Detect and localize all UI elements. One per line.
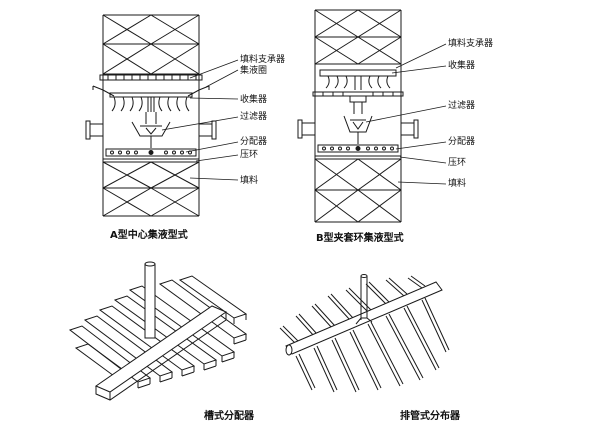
label-b-packing-support: 填料支承器	[448, 39, 494, 49]
filter-b	[343, 115, 373, 144]
trough-distributor	[68, 261, 248, 401]
upper-packing-bed-b	[314, 9, 402, 65]
label-a-packing-support: 填料支承器	[240, 55, 286, 65]
collector-b	[319, 69, 397, 90]
label-b-collector: 收集器	[448, 61, 476, 71]
packing-support-a	[99, 74, 203, 81]
distributor-b	[317, 144, 399, 153]
lower-packing-bed-a	[102, 161, 200, 217]
label-b-hold-down-ring: 压环	[448, 158, 467, 168]
label-a-distributor: 分配器	[240, 137, 268, 147]
main-trough	[94, 305, 228, 401]
distributor-a	[105, 148, 197, 157]
jacket-ring-b	[312, 91, 404, 114]
label-a-collector: 收集器	[240, 95, 268, 105]
lower-packing-bed-b	[314, 158, 402, 223]
label-a-hold-down-ring: 压环	[240, 150, 259, 160]
label-a-collector-ring: 集液圈	[240, 66, 268, 76]
column-b	[297, 9, 447, 223]
label-b-filter: 过滤器	[448, 101, 476, 111]
caption-c: 槽式分配器	[204, 411, 254, 422]
leader-lines-a	[161, 59, 239, 181]
caption-b: B型夹套环集液型式	[316, 233, 404, 244]
branch-pipes	[279, 275, 450, 393]
label-a-filter: 过滤器	[240, 112, 268, 122]
caption-a: A型中心集液型式	[110, 230, 188, 241]
label-b-packing: 填料	[448, 179, 467, 189]
caption-d: 排管式分布器	[400, 411, 460, 422]
column-a	[85, 14, 239, 217]
leader-lines-b	[365, 43, 447, 185]
collector-vanes-a	[109, 92, 193, 112]
hold-down-ring-a	[103, 158, 199, 163]
trough-channels	[68, 275, 248, 389]
feed-pipe-d	[355, 274, 373, 325]
hold-down-ring-b	[315, 155, 401, 160]
feed-pipe-c	[144, 261, 156, 339]
pipe-distributor	[279, 274, 450, 393]
upper-packing-bed-a	[102, 14, 200, 75]
label-a-packing: 填料	[240, 176, 259, 186]
label-b-distributor: 分配器	[448, 137, 476, 147]
feed-nozzles-b	[297, 119, 419, 139]
